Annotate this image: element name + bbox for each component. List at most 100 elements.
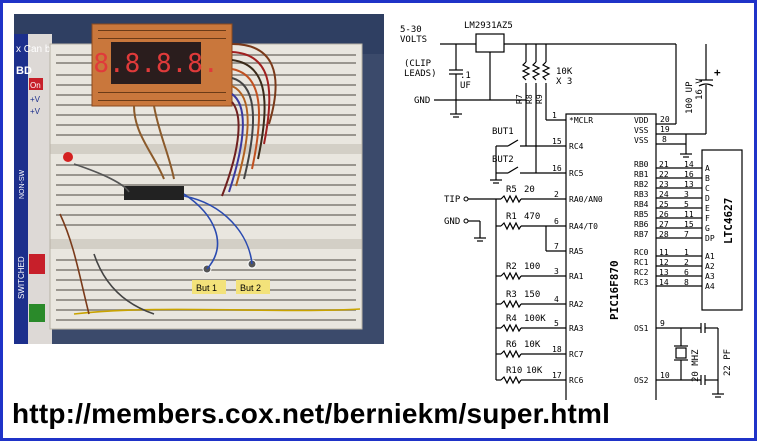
segment-pin-name: RB2: [634, 180, 649, 189]
segment-name: F: [705, 214, 710, 223]
tip-label: TIP: [444, 195, 461, 205]
osc-pin-name: OS2: [634, 376, 649, 385]
board-side-text: SWITCHED: [17, 256, 26, 299]
digit-pin-name: RC0: [634, 248, 649, 257]
power-pin-name: VSS: [634, 136, 649, 145]
pin-number: 2: [554, 190, 559, 199]
pin-number: 6: [554, 217, 559, 226]
segment-disp-pin: 3: [684, 190, 689, 199]
digit-disp-pin: 1: [684, 248, 689, 257]
gnd2-label: GND: [444, 217, 460, 227]
digit-mcu-pin: 11: [659, 248, 669, 257]
power-pin-number: 20: [660, 115, 670, 124]
resistor-value: 10K: [526, 366, 543, 376]
pin-number: 16: [552, 164, 562, 173]
digit-mcu-pin: 14: [659, 278, 669, 287]
pin-name: RA3: [569, 324, 584, 333]
pin-name: *MCLR: [569, 116, 593, 125]
pin-number: 3: [554, 267, 559, 276]
pin-name: RA1: [569, 272, 584, 281]
segment-mcu-pin: 21: [659, 160, 669, 169]
digit-mcu-pin: 12: [659, 258, 669, 267]
schematic-diagram: 5-30 VOLTS LM2931AZ5 (CLIP LEADS) .1 UF …: [400, 21, 743, 400]
pullup-r8: R8: [525, 94, 534, 104]
resistor-value: 470: [524, 212, 540, 222]
segment-pin-name: RB5: [634, 210, 649, 219]
button-label: But 1: [196, 283, 217, 293]
resistor-value: 10K: [524, 340, 541, 350]
digit-pin-name: RC3: [634, 278, 649, 287]
segment-pin-name: RB1: [634, 170, 649, 179]
power-pin-name: VSS: [634, 126, 649, 135]
pin-number: 5: [554, 319, 559, 328]
pin-name: RC6: [569, 376, 584, 385]
segment-name: B: [705, 174, 710, 183]
pin-number: 15: [552, 137, 562, 146]
segment-name: C: [705, 184, 710, 193]
resistor-name: R10: [506, 366, 522, 376]
gnd-label: GND: [414, 96, 430, 106]
power-pin-number: 19: [660, 125, 670, 134]
resistor-value: 100: [524, 262, 540, 272]
segment-name: DP: [705, 234, 715, 243]
mcu-label: PIC16F870: [608, 260, 621, 320]
segment-disp-pin: 16: [684, 170, 694, 179]
digit-disp-pin: 8: [684, 278, 689, 287]
cap1-unit: UF: [460, 81, 471, 91]
cap2-value: 100 UP: [685, 81, 695, 114]
clip-label-1: (CLIP: [404, 59, 432, 69]
board-side-text: +V: [30, 107, 41, 116]
osc-pin-number: 10: [660, 371, 670, 380]
breadboard-photo: x Can be any BD On +V +V SWITCHED NON-SW: [14, 14, 384, 344]
cap1-value: .1: [460, 71, 471, 81]
segment-pin-name: RB0: [634, 160, 649, 169]
segment-mcu-pin: 22: [659, 170, 669, 179]
pin-number: 4: [554, 295, 559, 304]
pin-number: 7: [554, 242, 559, 251]
resistor-name: R2: [506, 262, 517, 272]
resistor-name: R1: [506, 212, 517, 222]
osc-pin-name: OS1: [634, 324, 649, 333]
resistor-name: R6: [506, 340, 517, 350]
pin-number: 17: [552, 371, 562, 380]
resistor-value: 100K: [524, 314, 546, 324]
pin-number: 18: [552, 345, 562, 354]
segment-mcu-pin: 23: [659, 180, 669, 189]
segment-mcu-pin: 27: [659, 220, 669, 229]
source-url: http://members.cox.net/berniekm/super.ht…: [12, 398, 611, 429]
segment-pin-name: RB3: [634, 190, 649, 199]
power-pin-number: 8: [662, 135, 667, 144]
osc-pin-number: 9: [660, 319, 665, 328]
resistor-name: R5: [506, 185, 517, 195]
resistor-pack-value: 10K: [556, 67, 573, 77]
board-side-text: NON-SW: [19, 169, 26, 199]
cap2-polarity: +: [714, 66, 721, 79]
but1-label: BUT1: [492, 127, 514, 137]
board-side-text: x Can be any: [16, 44, 75, 55]
pin-name: RA2: [569, 300, 584, 309]
digit-name: A4: [705, 282, 715, 291]
segment-mcu-pin: 26: [659, 210, 669, 219]
pin-name: RC4: [569, 142, 584, 151]
segment-pin-name: RB4: [634, 200, 649, 209]
resistor-value: 150: [524, 290, 540, 300]
supply-unit: VOLTS: [400, 35, 427, 45]
digit-name: A3: [705, 272, 715, 281]
segment-pin-name: RB6: [634, 220, 649, 229]
segment-pin-name: RB7: [634, 230, 649, 239]
regulator-label: LM2931AZ5: [464, 21, 513, 31]
pin-name: RA4/T0: [569, 222, 598, 231]
segment-name: E: [705, 204, 710, 213]
pin-name: RC5: [569, 169, 584, 178]
pullup-r9: R9: [535, 94, 544, 104]
pin-number: 1: [552, 111, 557, 120]
resistor-name: R3: [506, 290, 517, 300]
segment-name: D: [705, 194, 710, 203]
pin-name: RC7: [569, 350, 584, 359]
segment-mcu-pin: 28: [659, 230, 669, 239]
segment-disp-pin: 5: [684, 200, 689, 209]
resistor-value: 20: [524, 185, 535, 195]
button-label: But 2: [240, 283, 261, 293]
segment-disp-pin: 7: [684, 230, 689, 239]
pin-name: RA0/AN0: [569, 195, 603, 204]
